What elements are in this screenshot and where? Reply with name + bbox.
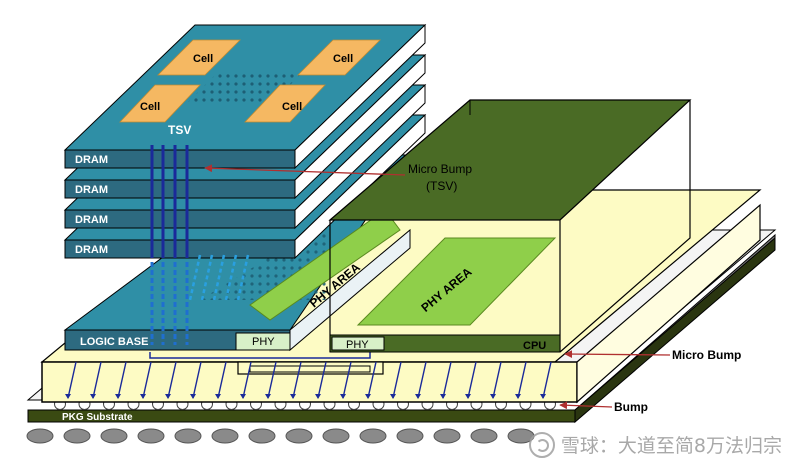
interposer-wire-tip xyxy=(190,394,196,399)
interposer-wire-tip xyxy=(215,394,221,399)
interposer-wire xyxy=(117,361,127,399)
interposer-wire-tip xyxy=(465,394,471,399)
solder-ball xyxy=(359,428,387,444)
interposer-wire xyxy=(142,361,152,399)
interposer-wire xyxy=(442,361,452,399)
cell-label: Cell xyxy=(193,53,213,65)
bump-arrow xyxy=(559,401,613,410)
tsv-line-diagonal xyxy=(212,254,226,301)
solder-ball xyxy=(26,428,54,444)
watermark: 雪球：大道至简8万法归宗 xyxy=(528,431,782,458)
micro-bump-arrow xyxy=(564,350,671,358)
solder-ball xyxy=(174,428,202,444)
interposer-wire xyxy=(392,361,402,399)
solder-ball xyxy=(322,428,350,444)
interposer-wire xyxy=(342,361,352,399)
interposer-wire-tip xyxy=(65,394,71,399)
interposer-wire xyxy=(542,361,552,399)
solder-balls xyxy=(26,428,535,444)
solder-ball xyxy=(470,428,498,444)
interposer-wire xyxy=(242,361,252,399)
interposer-wire-tip xyxy=(315,394,321,399)
solder-ball xyxy=(433,428,461,444)
interposer-wire-tip xyxy=(415,394,421,399)
interposer-wire xyxy=(267,361,277,399)
dram-cell xyxy=(297,39,381,76)
dram-label: DRAM xyxy=(75,214,108,226)
interposer-wire-tip xyxy=(265,394,271,399)
solder-ball xyxy=(285,428,313,444)
callouts: Micro Bump (TSV) Micro Bump Bump xyxy=(204,162,741,414)
interposer-wire-tip xyxy=(140,394,146,399)
interposer-wire-tip xyxy=(440,394,446,399)
dram-label: DRAM xyxy=(75,244,108,256)
micro-bump-tsv-arrow xyxy=(204,164,406,176)
interposer-wire xyxy=(467,361,477,399)
interposer-wire-tip xyxy=(490,394,496,399)
interposer-wire-tip xyxy=(165,394,171,399)
solder-ball xyxy=(211,428,239,444)
interposer-wire xyxy=(92,361,102,399)
interposer-wire-tip xyxy=(515,394,521,399)
micro-bump-tsv-sublabel: (TSV) xyxy=(426,179,457,193)
solder-ball xyxy=(248,428,276,444)
interposer-wire-tip xyxy=(340,394,346,399)
phy-link xyxy=(149,352,371,359)
interposer-wire xyxy=(492,361,502,399)
cell-label: Cell xyxy=(333,53,353,65)
pkg-substrate-label: PKG Substrate xyxy=(62,412,133,423)
cell-label: Cell xyxy=(282,101,302,113)
interposer-wiring xyxy=(65,352,552,399)
snowball-logo-icon xyxy=(528,431,555,458)
dram-cell xyxy=(119,84,201,123)
logic-base-label: LOGIC BASE xyxy=(80,336,148,348)
tsv-line-diagonal xyxy=(236,254,250,301)
interposer-wire-tip xyxy=(540,394,546,399)
interposer-wire-tip xyxy=(365,394,371,399)
micro-bump-tsv-label: Micro Bump xyxy=(408,162,472,176)
tsv-line-diagonal xyxy=(188,254,202,301)
interposer-wire-tip xyxy=(90,394,96,399)
interposer-wire xyxy=(167,361,177,399)
hbm-phy-label: PHY xyxy=(252,336,275,348)
watermark-text: 雪球：大道至简8万法归宗 xyxy=(560,435,782,457)
cpu-phy-label: PHY xyxy=(346,339,369,351)
interposer-wire-tip xyxy=(390,394,396,399)
interposer-wire xyxy=(317,361,327,399)
interposer-wire-tip xyxy=(115,394,121,399)
solder-ball xyxy=(396,428,424,444)
bump-label: Bump xyxy=(614,400,648,414)
dram-cell xyxy=(157,39,241,76)
dram-label: DRAM xyxy=(75,184,108,196)
solder-ball xyxy=(63,428,91,444)
interposer-wire-tip xyxy=(240,394,246,399)
solder-ball xyxy=(100,428,128,444)
interposer-wire xyxy=(417,361,427,399)
cell-label: Cell xyxy=(140,101,160,113)
cpu-label: CPU xyxy=(523,340,546,352)
interposer-wire xyxy=(292,361,302,399)
micro-bump-label: Micro Bump xyxy=(672,348,741,362)
dram-cell xyxy=(244,84,326,123)
interposer-wire xyxy=(67,361,77,399)
cpu-die: PHY CPU PHY AREA xyxy=(328,99,692,353)
tsv-lines xyxy=(150,145,250,345)
tsv-line-diagonal xyxy=(224,254,238,301)
interposer-wire xyxy=(517,361,527,399)
tsv-line-diagonal xyxy=(200,254,214,301)
solder-ball xyxy=(137,428,165,444)
interposer-wire xyxy=(217,361,227,399)
dram-label: DRAM xyxy=(75,154,108,166)
interposer-wire-tip xyxy=(290,394,296,399)
interposer-wire xyxy=(367,361,377,399)
interposer-wire xyxy=(192,361,202,399)
tsv-label: TSV xyxy=(168,123,191,137)
